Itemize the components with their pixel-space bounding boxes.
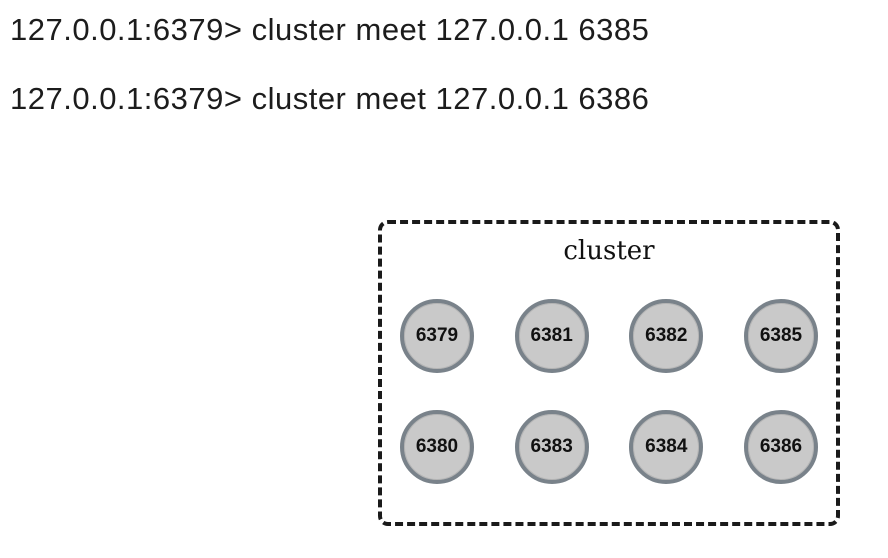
cluster-node: 6386 <box>743 409 818 484</box>
cluster-boundary-box: cluster 6379 6381 6382 6385 6380 6383 63… <box>378 220 840 526</box>
cluster-node-grid: 6379 6381 6382 6385 6380 6383 6384 6386 <box>382 276 836 516</box>
cluster-node: 6384 <box>629 409 704 484</box>
cluster-node: 6383 <box>514 409 589 484</box>
cluster-label: cluster <box>563 236 655 266</box>
cluster-node-row-bottom: 6380 6383 6384 6386 <box>400 409 818 484</box>
cluster-node: 6385 <box>743 298 818 373</box>
cluster-node: 6382 <box>629 298 704 373</box>
cluster-node: 6380 <box>400 409 474 484</box>
terminal-command-line: 127.0.0.1:6379> cluster meet 127.0.0.1 6… <box>10 81 650 116</box>
cluster-node: 6379 <box>400 298 474 373</box>
cluster-node-row-top: 6379 6381 6382 6385 <box>400 298 818 373</box>
terminal-output: 127.0.0.1:6379> cluster meet 127.0.0.1 6… <box>10 14 649 152</box>
terminal-command-line: 127.0.0.1:6379> cluster meet 127.0.0.1 6… <box>10 12 650 47</box>
cluster-node: 6381 <box>514 298 589 373</box>
